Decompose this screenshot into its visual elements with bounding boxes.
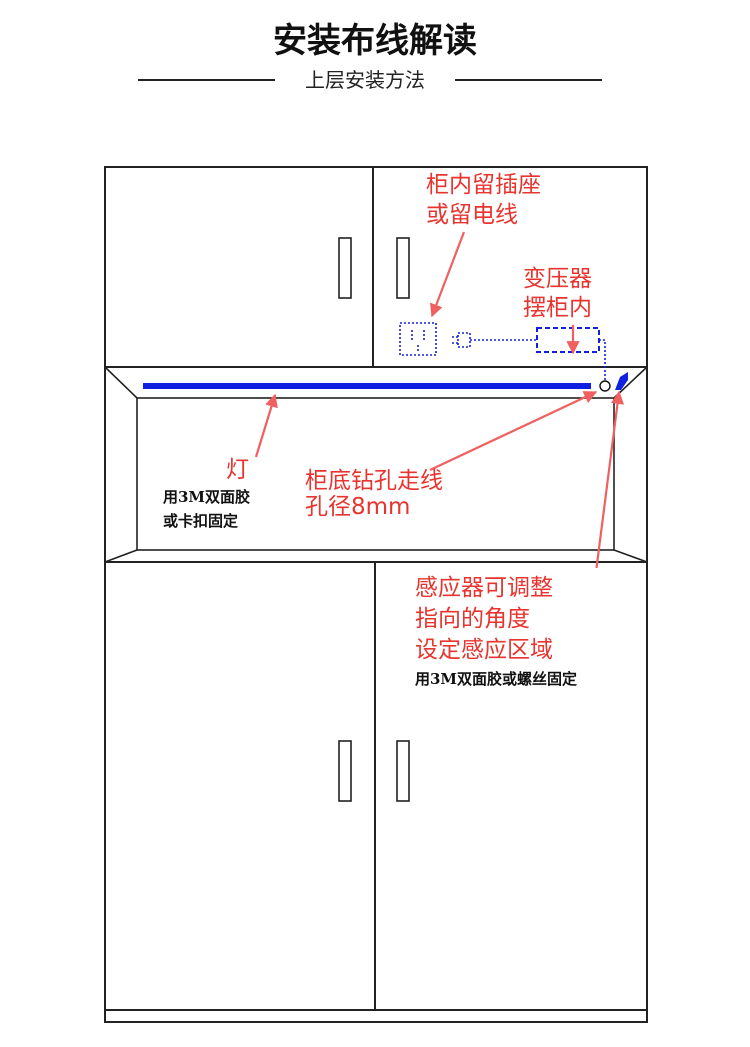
shelf-back-panel bbox=[136, 397, 615, 551]
sensor-note-line2: 指向的角度 bbox=[415, 606, 530, 632]
callout-arrows bbox=[254, 231, 625, 573]
drill-hole-icon bbox=[599, 380, 611, 392]
sensor-icon bbox=[615, 372, 628, 390]
arrow-to-light-strip bbox=[254, 393, 278, 458]
socket-icon bbox=[399, 322, 437, 356]
lower-right-handle bbox=[396, 740, 410, 802]
transformer-note-line2: 摆柜内 bbox=[523, 295, 592, 321]
sensor-note-bg bbox=[410, 568, 640, 693]
shelf-corner-bl bbox=[104, 549, 138, 563]
wiring bbox=[143, 322, 628, 392]
cable-transformer-to-hole bbox=[599, 339, 606, 382]
light-strip bbox=[143, 383, 591, 389]
arrow-to-socket bbox=[430, 231, 466, 318]
shelf-corner-br bbox=[613, 549, 648, 563]
transformer-note-bg bbox=[518, 262, 622, 322]
transformer-icon bbox=[536, 327, 600, 353]
transformer-note-line1: 变压器 bbox=[523, 266, 592, 292]
socket-note-line2: 或留电线 bbox=[426, 202, 518, 228]
lower-left-handle bbox=[338, 740, 352, 802]
drill-note-line2: 孔径8mm bbox=[305, 494, 410, 520]
page-title: 安装布线解读 bbox=[273, 21, 477, 61]
socket-note-line1: 柜内留插座 bbox=[426, 172, 541, 198]
page-subtitle: 上层安装方法 bbox=[305, 68, 425, 92]
shelf-corner-tl bbox=[104, 366, 138, 399]
sensor-note-line3: 设定感应区域 bbox=[415, 637, 553, 663]
drill-note-line1: 柜底钻孔走线 bbox=[305, 468, 443, 494]
upper-left-handle bbox=[338, 237, 352, 299]
arrow-to-sensor bbox=[594, 390, 625, 573]
light-note: 灯 bbox=[226, 457, 249, 483]
light-fix-line1: 用3M双面胶 bbox=[163, 488, 250, 506]
plug-icon bbox=[452, 332, 471, 348]
sensor-note-line1: 感应器可调整 bbox=[415, 575, 553, 601]
arrow-to-drill-hole bbox=[429, 391, 598, 471]
upper-right-handle bbox=[396, 237, 410, 299]
sensor-fix-note: 用3M双面胶或螺丝固定 bbox=[415, 670, 577, 688]
open-shelf bbox=[104, 366, 648, 563]
cabinet-base bbox=[104, 1009, 648, 1023]
light-fix-line2: 或卡扣固定 bbox=[163, 512, 238, 530]
